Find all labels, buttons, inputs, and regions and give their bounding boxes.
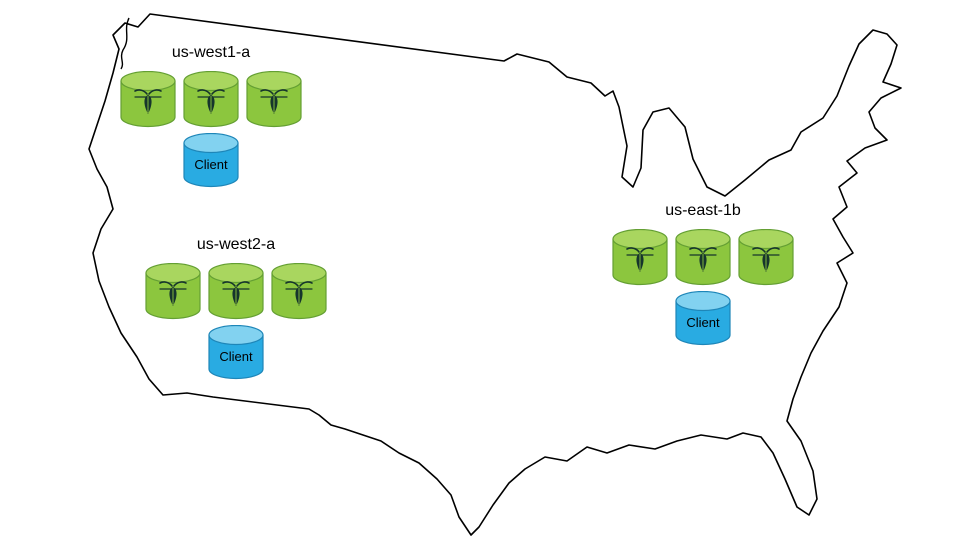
client-cylinder: Client — [675, 291, 731, 346]
client-label: Client — [686, 315, 720, 330]
db-node — [612, 229, 668, 286]
region-us-east-1b: us-east-1b Client — [611, 202, 795, 347]
db-node — [738, 229, 794, 286]
db-node — [271, 263, 327, 320]
client-label: Client — [219, 349, 253, 364]
puget-sound-inlet — [120, 17, 130, 70]
region-us-west1-a: us-west1-a Client — [119, 44, 303, 189]
db-node — [145, 263, 201, 320]
db-node — [120, 71, 176, 128]
client-cylinder: Client — [183, 133, 239, 188]
region-label: us-west1-a — [171, 44, 251, 61]
db-node — [246, 71, 302, 128]
region-label: us-east-1b — [665, 202, 741, 219]
client-node: Client — [674, 291, 732, 347]
db-node — [208, 263, 264, 320]
client-label: Client — [194, 157, 228, 172]
client-cylinder: Client — [208, 325, 264, 380]
node-row — [611, 229, 795, 287]
db-node — [183, 71, 239, 128]
client-node: Client — [207, 325, 265, 381]
region-us-west2-a: us-west2-a Client — [144, 236, 328, 381]
us-map-border — [88, 13, 902, 536]
node-row — [119, 71, 303, 129]
node-row — [144, 263, 328, 321]
client-node: Client — [182, 133, 240, 189]
db-node — [675, 229, 731, 286]
region-label: us-west2-a — [196, 236, 276, 253]
